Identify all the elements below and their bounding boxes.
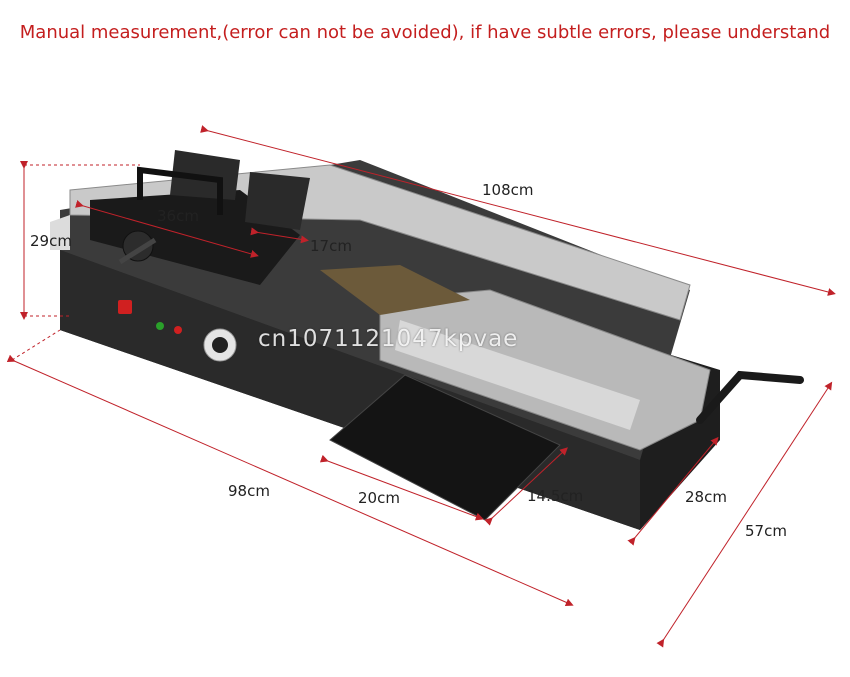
dimension-line-98 (6, 354, 574, 607)
dimension-line-108 (200, 125, 836, 296)
label-20cm: 20cm (358, 489, 400, 507)
label-29cm: 29cm (30, 232, 72, 250)
label-14-5cm: 14.5cm (527, 487, 584, 505)
caption-text: Manual measurement,(error can not be avo… (19, 22, 831, 43)
label-98cm: 98cm (228, 482, 270, 500)
dimension-line-36 (75, 200, 259, 258)
watermark-text: cn1071121047kpvae (258, 326, 519, 352)
dimension-line-20 (319, 454, 484, 521)
label-108cm: 108cm (482, 181, 534, 199)
label-57cm: 57cm (745, 522, 787, 540)
label-36cm: 36cm (157, 207, 199, 225)
dimension-line-17 (250, 227, 309, 244)
dimension-lines (6, 125, 836, 648)
label-28cm: 28cm (685, 488, 727, 506)
dimension-line-57 (656, 381, 833, 648)
dimension-line-14-5 (484, 447, 568, 526)
label-17cm: 17cm (310, 237, 352, 255)
